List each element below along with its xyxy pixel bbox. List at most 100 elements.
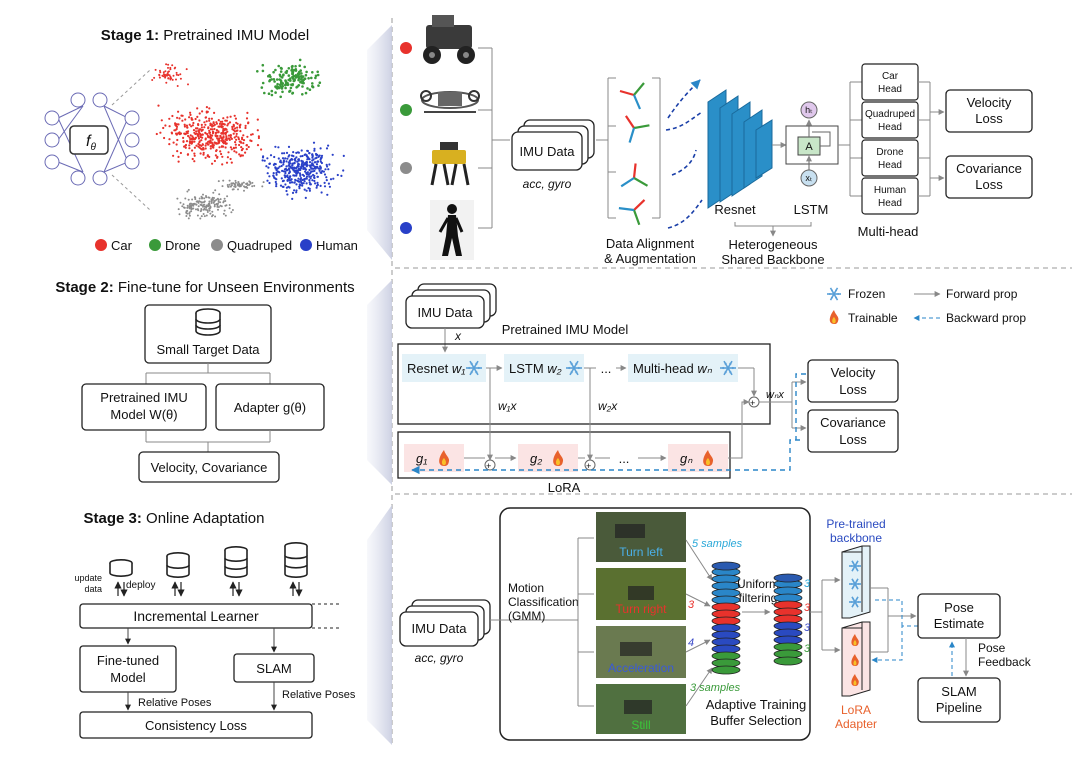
update-data-2: data <box>84 584 102 594</box>
tsne-point <box>261 69 265 73</box>
tsne-point <box>308 164 312 167</box>
stage1-platform-bracket <box>478 47 510 229</box>
tsne-point <box>244 126 247 130</box>
tsne-point <box>188 136 191 139</box>
tsne-point <box>281 84 285 88</box>
lora-adapter-1: LoRA <box>841 703 871 717</box>
tsne-point <box>279 184 283 187</box>
tsne-point <box>238 153 241 156</box>
tsne-point <box>266 157 269 160</box>
tsne-point <box>266 179 269 182</box>
tsne-point <box>176 197 179 200</box>
tsne-point <box>157 104 160 107</box>
tsne-point <box>203 207 206 210</box>
tsne-point <box>272 174 275 177</box>
sum-node-1-plus: + <box>486 461 491 471</box>
multihead-wn-box <box>628 354 738 382</box>
tsne-point <box>228 183 231 186</box>
tsne-point <box>179 77 182 80</box>
tsne-point <box>211 145 214 148</box>
triad-axis <box>633 177 649 187</box>
tsne-point <box>205 106 208 109</box>
stage1-covariance-loss-1: Covariance <box>956 161 1022 176</box>
axis-triads <box>618 82 650 226</box>
tsne-point <box>273 155 276 159</box>
tsne-point <box>187 83 189 86</box>
tsne-point <box>321 170 324 173</box>
tsne-point <box>211 214 214 217</box>
multihead-wn-label: Multi-head wₙ <box>633 361 713 376</box>
tsne-point <box>234 181 237 184</box>
tsne-point <box>165 63 168 66</box>
tsne-point <box>288 90 291 93</box>
tsne-point <box>289 77 292 80</box>
tsne-point <box>282 163 285 166</box>
uniform-2: filtering <box>739 591 778 605</box>
stage2-covariance-loss-box <box>807 409 899 453</box>
tsne-point <box>282 73 285 76</box>
tsne-point <box>225 204 228 207</box>
tsne-point <box>300 165 303 169</box>
tsne-point <box>175 78 177 81</box>
stage2-split-lines <box>145 363 271 384</box>
tsne-point <box>281 90 284 94</box>
tsne-point <box>218 137 221 140</box>
tsne-point <box>297 165 300 168</box>
tsne-point <box>247 121 250 124</box>
tsne-point <box>165 81 168 84</box>
buffer-disk <box>711 665 741 675</box>
tsne-point <box>217 131 220 134</box>
head-label: Head <box>878 198 902 209</box>
tsne-point <box>292 169 295 172</box>
tsne-point <box>324 168 327 171</box>
tsne-point <box>172 154 175 157</box>
lora-adapter-2: Adapter <box>835 717 877 731</box>
lstm-x-label: xₜ <box>805 173 813 183</box>
tsne-point <box>325 147 329 150</box>
tsne-point <box>275 78 279 81</box>
stage2-velocity-loss-1: Velocity <box>831 365 876 380</box>
tsne-point <box>176 150 179 153</box>
motion-class-3: (GMM) <box>508 609 545 623</box>
tsne-point <box>291 197 294 200</box>
tsne-point <box>182 203 185 206</box>
tsne-point <box>228 204 231 206</box>
tsne-point <box>168 143 171 146</box>
tsne-point <box>188 211 191 214</box>
tsne-point <box>246 135 249 138</box>
count-1: 3 <box>804 578 811 590</box>
tsne-point <box>209 145 212 148</box>
tsne-point <box>215 149 218 153</box>
tsne-point <box>186 206 189 209</box>
tsne-point <box>197 135 200 138</box>
tsne-point <box>299 75 303 78</box>
tsne-point <box>328 163 331 166</box>
tsne-point <box>234 141 237 144</box>
head-label: Human <box>874 185 906 196</box>
small-target-db-icon <box>195 308 221 336</box>
tsne-point <box>315 163 319 166</box>
tsne-point <box>285 165 288 168</box>
tsne-point <box>230 137 233 140</box>
tsne-point <box>188 205 191 208</box>
tsne-point <box>174 122 177 125</box>
finetuned-label-2: Model <box>110 670 146 685</box>
buffer-top <box>773 573 803 583</box>
tsne-point <box>213 205 216 208</box>
tsne-point <box>159 131 162 134</box>
tsne-point <box>336 173 339 177</box>
tsne-point <box>292 74 296 78</box>
tsne-point <box>210 123 213 126</box>
tsne-point <box>208 119 211 122</box>
tsne-point <box>188 214 191 217</box>
tsne-point <box>283 168 286 171</box>
tsne-point <box>172 141 175 144</box>
tsne-point <box>182 136 185 139</box>
tsne-point <box>318 81 322 84</box>
tsne-point <box>212 144 215 147</box>
database-icon <box>224 546 248 578</box>
tsne-point <box>219 120 222 123</box>
tsne-point <box>188 144 191 147</box>
tsne-point <box>215 135 218 138</box>
tsne-point <box>226 124 229 127</box>
